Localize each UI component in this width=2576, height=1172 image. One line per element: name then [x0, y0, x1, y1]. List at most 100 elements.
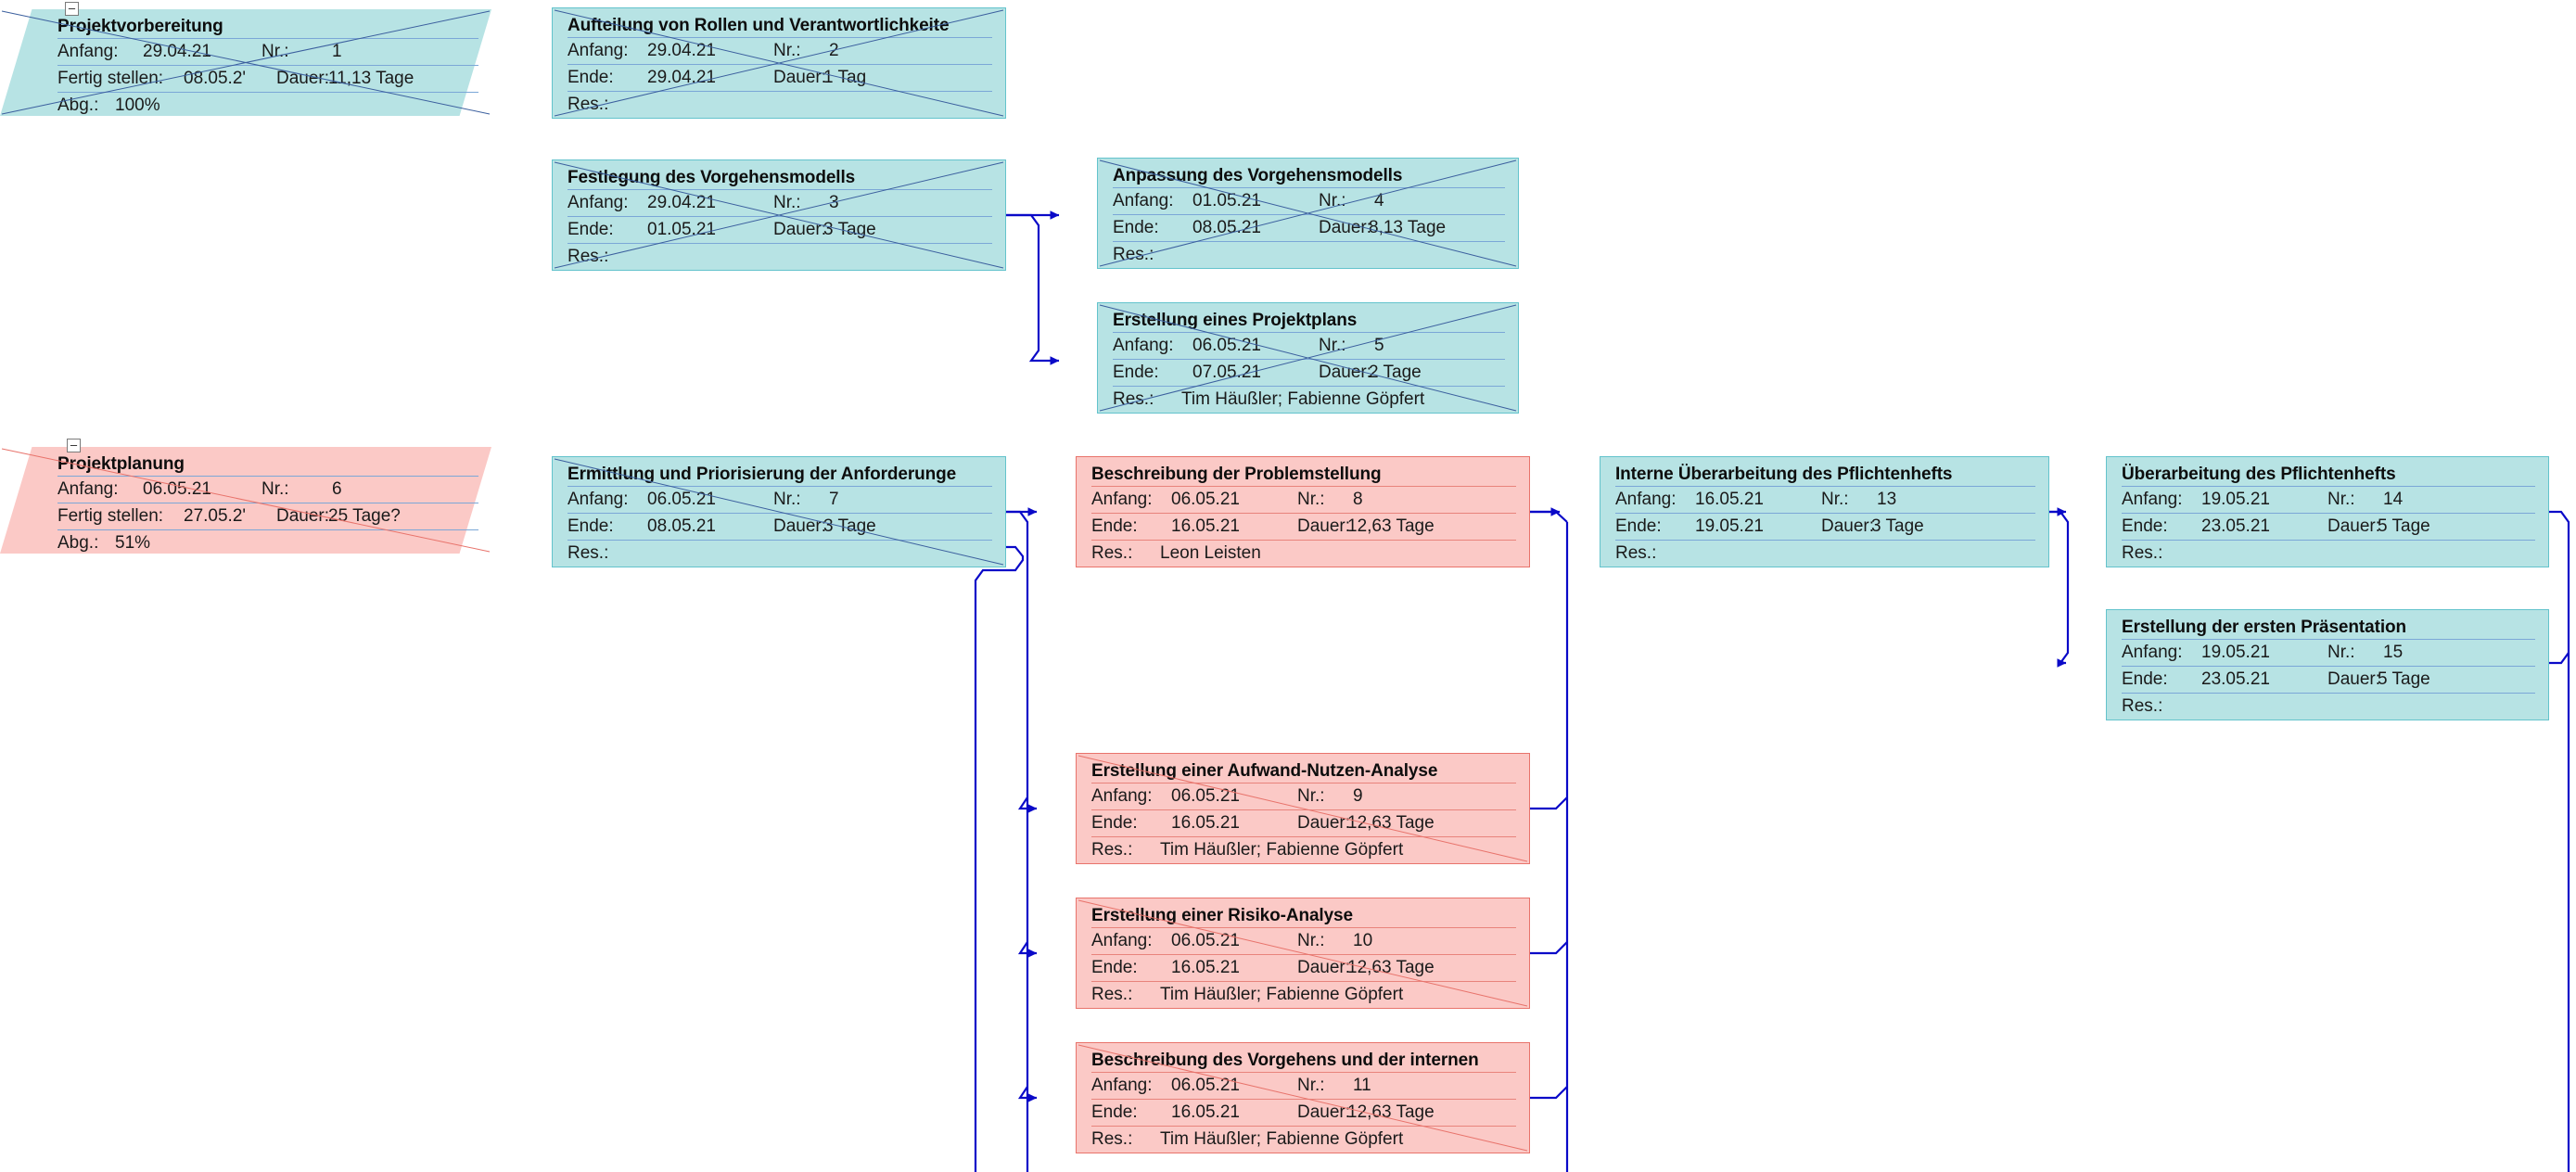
node-title: Erstellung einer Aufwand-Nutzen-Analyse	[1091, 761, 1438, 781]
row-value-row-start: 19.05.21	[2201, 643, 2270, 662]
row-end: Fertig stellen:27.05.2'Dauer:25 Tage?	[57, 503, 478, 529]
row-label-row-start: Anfang:	[2122, 490, 2183, 509]
node-ermittlung-priorisierung-anforderungen[interactable]: Ermittlung und Priorisierung der Anforde…	[552, 456, 1006, 567]
row-label2-row-end: Dauer:	[1319, 218, 1372, 237]
row-res: Res.:Leon Leisten	[1091, 541, 1516, 567]
row-value-row-start: 06.05.21	[1192, 336, 1261, 355]
row-value-row-start: 19.05.21	[2201, 490, 2270, 509]
link-6-trunk	[974, 545, 1025, 1172]
row-label-row-start: Anfang:	[567, 193, 629, 212]
row-label2-row-start: Nr.:	[773, 41, 801, 60]
node-title: Ermittlung und Priorisierung der Anforde…	[567, 465, 957, 484]
row-label-row-end: Ende:	[567, 516, 614, 536]
row-value-row-start: 06.05.21	[143, 479, 211, 499]
row-res: Res.:	[567, 92, 992, 118]
row-label2-row-start: Nr.:	[1319, 336, 1346, 355]
node-title: Projektvorbereitung	[57, 17, 223, 36]
row-label-row-end: Fertig stellen:	[57, 69, 164, 88]
row-value-row-start: 06.05.21	[1171, 786, 1240, 806]
row-label-row-res: Abg.:	[57, 96, 99, 115]
row-value-row-start: 29.04.21	[647, 193, 716, 212]
node-interne-ueberarbeitung-pflichtenheft[interactable]: Interne Überarbeitung des Pflichtenhefts…	[1600, 456, 2049, 567]
row-value-row-end: 07.05.21	[1192, 363, 1261, 382]
row-res: Res.:	[1615, 541, 2035, 567]
row-value-row-res: Tim Häußler; Fabienne Göpfert	[1181, 389, 1425, 409]
row-label2-row-start: Nr.:	[773, 490, 801, 509]
node-rule	[1615, 540, 2035, 541]
row-label-row-start: Anfang:	[567, 490, 629, 509]
collapse-toggle-projektplanung[interactable]: –	[67, 439, 81, 452]
row-value-row-start: 06.05.21	[1171, 931, 1240, 950]
row-label2-row-end: Dauer:	[773, 68, 827, 87]
row-label-row-end: Ende:	[1091, 813, 1138, 833]
link-14-out	[2549, 510, 2570, 1172]
node-title: Aufteilung von Rollen und Verantwortlich…	[567, 16, 950, 35]
row-value2-row-end: 5 Tage	[2378, 516, 2430, 536]
row-label-row-start: Anfang:	[57, 479, 119, 499]
row-value2-row-start: 3	[829, 193, 839, 212]
row-label2-row-end: Dauer:	[2327, 669, 2381, 689]
row-label2-row-end: Dauer:	[1297, 813, 1351, 833]
row-label2-row-end: Dauer:	[773, 516, 827, 536]
row-label-row-res: Res.:	[1091, 1129, 1133, 1149]
row-value-row-res: Tim Häußler; Fabienne Göpfert	[1160, 985, 1404, 1004]
row-label-row-res: Res.:	[2122, 543, 2163, 563]
row-label2-row-end: Dauer:	[1297, 1102, 1351, 1122]
row-label-row-start: Anfang:	[1091, 490, 1153, 509]
row-value-row-end: 29.04.21	[647, 68, 716, 87]
row-res: Abg.:100%	[57, 93, 478, 116]
link-3-to-5	[1006, 213, 1060, 365]
node-rule	[2122, 540, 2535, 541]
row-label-row-res: Res.:	[1091, 840, 1133, 860]
row-label-row-res: Res.:	[1615, 543, 1657, 563]
row-res: Res.:	[567, 244, 992, 270]
node-rule	[2122, 639, 2535, 640]
row-label2-row-start: Nr.:	[1297, 786, 1325, 806]
node-title: Beschreibung der Problemstellung	[1091, 465, 1382, 484]
node-title: Anpassung des Vorgehensmodells	[1113, 166, 1403, 185]
node-rule	[1091, 540, 1516, 541]
row-label-row-res: Res.:	[567, 247, 609, 266]
collapse-toggle-projektvorbereitung[interactable]: –	[65, 2, 79, 16]
node-beschreibung-des-vorgehens[interactable]: Beschreibung des Vorgehens und der inter…	[1076, 1042, 1530, 1153]
node-body: Aufteilung von Rollen und Verantwortlich…	[553, 8, 1005, 118]
row-value2-row-end: 25 Tage?	[328, 506, 401, 526]
row-label2-row-start: Nr.:	[1297, 490, 1325, 509]
row-res: Res.:	[2122, 541, 2535, 567]
row-label2-row-start: Nr.:	[1297, 1076, 1325, 1095]
node-aufteilung-von-rollen[interactable]: Aufteilung von Rollen und Verantwortlich…	[552, 7, 1006, 119]
row-value2-row-start: 8	[1353, 490, 1363, 509]
node-rule	[1615, 513, 2035, 514]
node-title: Erstellung eines Projektplans	[1113, 311, 1358, 330]
node-title: Beschreibung des Vorgehens und der inter…	[1091, 1051, 1479, 1070]
